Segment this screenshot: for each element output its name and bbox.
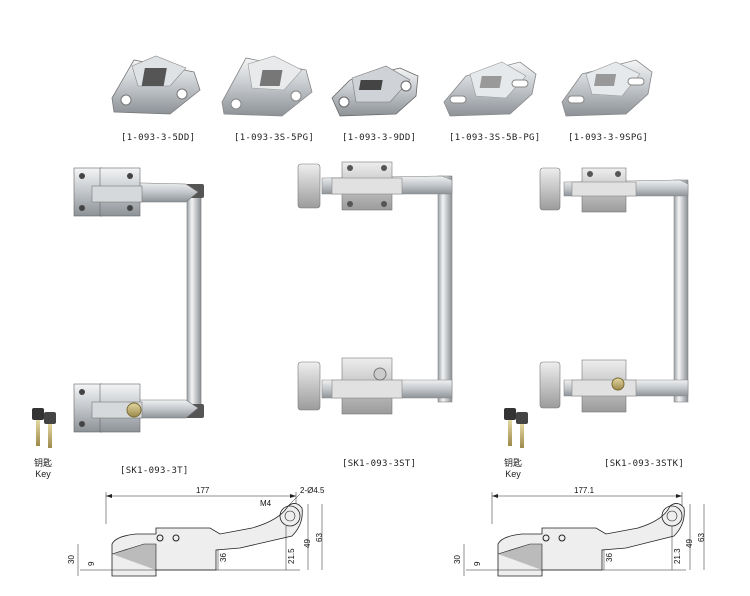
dim-h36-left: 36 xyxy=(219,553,228,562)
dim-h21-left: 21.5 xyxy=(287,548,296,564)
key-image-2 xyxy=(504,408,528,448)
dim-h63-left: 63 xyxy=(315,533,324,542)
strike-code-4: [1-093-3S-5B-PG] xyxy=(449,133,541,143)
handle-code-1: [SK1-093-3T] xyxy=(120,466,189,476)
drawing-left: 177 M4 2-Ø4.5 30 9 36 21.5 49 63 xyxy=(67,486,325,577)
dim-thread-left: M4 xyxy=(260,499,272,508)
dim-holes-left: 2-Ø4.5 xyxy=(300,486,325,495)
drawing-right: 177.1 30 9 36 21.3 49 63 xyxy=(453,486,706,577)
handle-image-2 xyxy=(297,161,453,415)
strike-image-1 xyxy=(111,55,201,115)
dim-h49-left: 49 xyxy=(303,539,312,548)
strike-code-1: [1-093-3-5DD] xyxy=(121,133,196,143)
dim-h30-right: 30 xyxy=(453,555,462,564)
key-label-en-1: Key xyxy=(35,469,51,479)
dim-h49-right: 49 xyxy=(685,539,694,548)
strike-code-2: [1-093-3S-5PG] xyxy=(234,133,315,143)
dim-h9-left: 9 xyxy=(87,561,96,566)
dim-h9-right: 9 xyxy=(473,561,482,566)
strike-code-3: [1-093-3-9DD] xyxy=(342,133,417,143)
strike-image-3 xyxy=(331,65,419,117)
strike-image-2 xyxy=(221,55,313,117)
handle-image-3 xyxy=(539,167,689,413)
handle-code-2: [SK1-093-3ST] xyxy=(342,459,417,469)
dim-h63-right: 63 xyxy=(697,533,706,542)
strike-code-5: [1-093-3-9SPG] xyxy=(568,133,649,143)
key-label-cn-1: 钥匙 xyxy=(33,458,52,468)
dim-h21-right: 21.3 xyxy=(673,548,682,564)
dim-h30-left: 30 xyxy=(67,555,76,564)
handle-code-3: [SK1-093-3STK] xyxy=(604,459,685,469)
key-image-1 xyxy=(32,408,56,448)
handle-image-1 xyxy=(73,167,204,433)
strike-image-4 xyxy=(443,61,537,117)
key-label-cn-2: 钥匙 xyxy=(503,458,522,468)
strike-image-5 xyxy=(561,59,653,117)
dim-length-left: 177 xyxy=(196,486,210,495)
key-label-en-2: Key xyxy=(505,469,521,479)
dim-length-right: 177.1 xyxy=(574,486,595,495)
dim-h36-right: 36 xyxy=(605,553,614,562)
